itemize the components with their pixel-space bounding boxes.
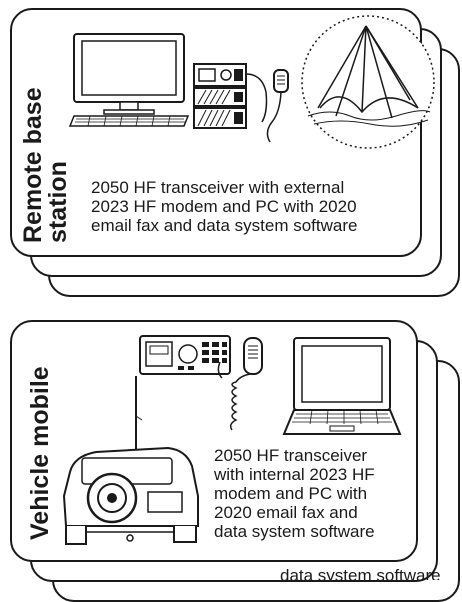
- microphone-illustration: [217, 337, 263, 431]
- remote-description: 2050 HF transceiver with external 2023 H…: [91, 178, 357, 235]
- vehicle-desc-line1: 2050 HF transceiver: [214, 446, 368, 465]
- remote-desc-line1: 2050 HF transceiver with external: [91, 178, 345, 197]
- remote-desc-line2: 2023 HF modem and PC with 2020: [91, 197, 357, 216]
- transceiver-modem-illustration: [193, 63, 289, 143]
- vehicle-title: Vehicle mobile: [26, 366, 54, 540]
- remote-title-line1: Remote base: [19, 87, 47, 243]
- remote-desc-line3: email fax and data system software: [91, 216, 358, 235]
- vehicle-desc-line5: data system software: [214, 522, 375, 541]
- antenna-illustration: [301, 15, 435, 149]
- vehicle-illustration: [62, 376, 199, 545]
- vehicle-desc-line4: 2020 email fax and: [214, 503, 358, 522]
- vehicle-ghost-text: data system software: [280, 566, 441, 580]
- vehicle-panel-title: Vehicle mobile: [26, 366, 54, 540]
- laptop-illustration: [282, 337, 402, 435]
- transceiver-head-illustration: [139, 335, 231, 375]
- vehicle-desc-line2: with internal 2023 HF: [214, 465, 375, 484]
- remote-panel-title: Remote base station: [19, 87, 72, 243]
- vehicle-description: 2050 HF transceiver with internal 2023 H…: [214, 446, 375, 541]
- pc-illustration: [68, 33, 190, 127]
- vehicle-desc-line3: modem and PC with: [214, 484, 368, 503]
- remote-title-line2: station: [44, 161, 72, 243]
